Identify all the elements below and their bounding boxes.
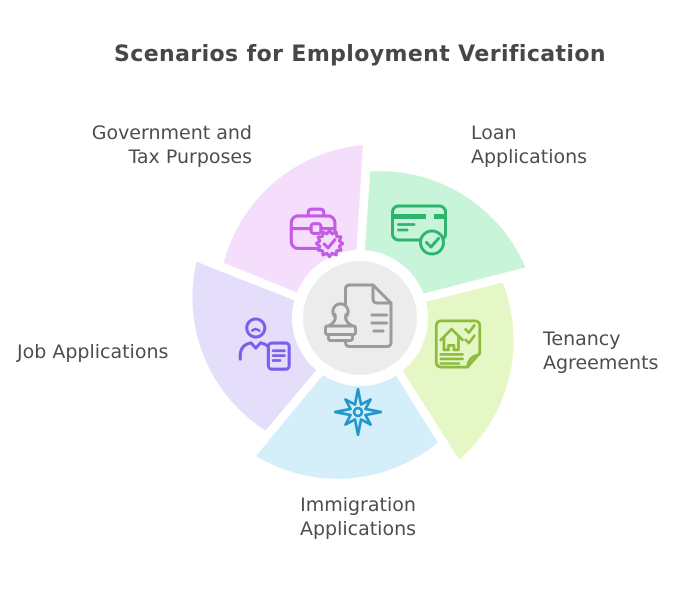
person-torso [238, 341, 273, 361]
person-head [245, 317, 267, 339]
segment-shape-immigration [255, 374, 438, 479]
label-line: Government and [91, 122, 252, 144]
compass-star [333, 387, 383, 437]
compass-center-dot [352, 406, 364, 418]
briefcase-handle [306, 207, 326, 218]
stamped-document-icon [324, 283, 393, 348]
label-line: Job Applications [17, 341, 169, 363]
check-circle [419, 229, 445, 256]
credit-card-check-icon [391, 204, 447, 256]
label-line: Applications [299, 518, 417, 540]
label-line: Agreements [543, 352, 659, 374]
circle-checkmark [425, 237, 440, 249]
label-line: Tax Purposes [128, 146, 252, 168]
segment-label-job: Job Applications [17, 340, 168, 364]
document-outline [434, 319, 482, 369]
segment-label-immigration: Immigration Applications [258, 493, 458, 541]
label-line: Immigration [300, 494, 416, 516]
document-lines [370, 313, 388, 333]
card-lines [397, 223, 416, 232]
card-body [391, 204, 447, 242]
diagram-title: Scenarios for Employment Verification [114, 42, 606, 67]
checkmark-1 [464, 324, 476, 335]
house-document-icon [434, 319, 482, 369]
page-curl [466, 353, 481, 369]
segment-label-tenancy: Tenancy Agreements [543, 327, 658, 375]
briefcase-seal-icon [289, 207, 345, 259]
label-line: Loan [471, 122, 517, 144]
label-line: Tenancy [543, 328, 621, 350]
segment-label-government-tax: Government and Tax Purposes [36, 121, 252, 169]
house-walls [442, 335, 460, 352]
segment-label-loan: Loan Applications [471, 121, 587, 169]
segment-shape-tenancy [402, 282, 514, 460]
document-fold [371, 283, 393, 305]
person-face [250, 327, 261, 332]
stamp-stem [327, 313, 354, 328]
seal-badge [314, 228, 345, 259]
briefcase-buckle [309, 222, 323, 235]
compass-star-icon [333, 387, 383, 437]
stamp-foot [327, 333, 354, 342]
document-outline [344, 283, 393, 348]
checkmark-2 [464, 334, 476, 345]
label-line: Applications [471, 146, 588, 168]
person-document-icon [238, 317, 291, 371]
document-lines [439, 353, 464, 365]
resume-lines [271, 349, 286, 362]
seal-checkmark [322, 238, 337, 250]
